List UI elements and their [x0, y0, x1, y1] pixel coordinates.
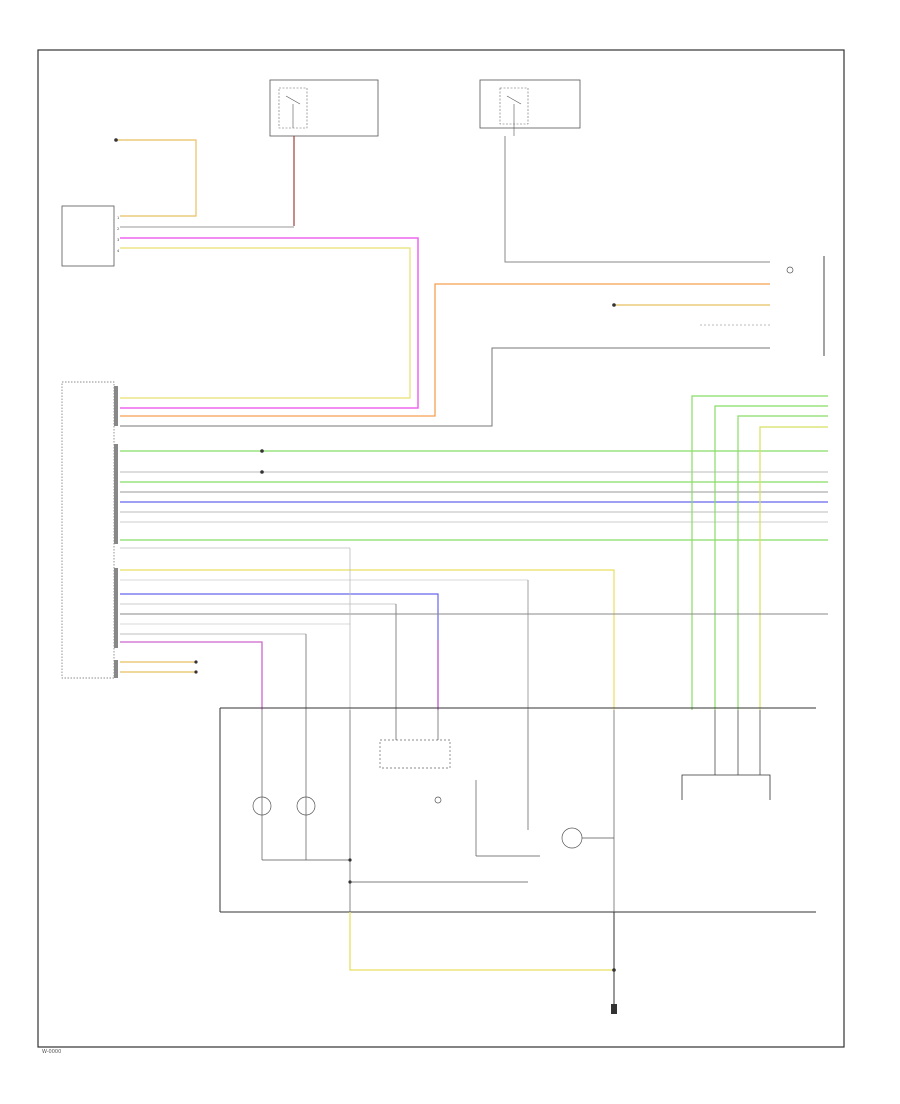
- instrument-cluster-module: [219, 707, 816, 913]
- svg-text:2: 2: [117, 227, 119, 231]
- main-module-outline: [61, 381, 115, 679]
- lower-vertical-wires: [120, 548, 828, 710]
- fuse-box-left: [269, 79, 379, 137]
- ground-symbol: [611, 1004, 617, 1014]
- svg-text:3: 3: [117, 238, 119, 242]
- wire-orange: [120, 283, 770, 417]
- wire-fuse-right-drop: [504, 136, 770, 263]
- wire-ground-bottom: [349, 912, 614, 971]
- wire-yellow-1: [120, 247, 411, 399]
- lamp-icon: [786, 266, 794, 274]
- diagram-code: W-0000: [42, 1049, 62, 1055]
- switch-module: [61, 205, 115, 267]
- wire-magenta-1: [120, 237, 419, 409]
- wire-ground-yellow: [116, 139, 197, 217]
- connector-a: [114, 386, 118, 426]
- wire-gray-return: [120, 347, 770, 427]
- connector-b: [114, 444, 118, 544]
- connector-d: [114, 660, 118, 678]
- bus-wires: [120, 449, 828, 549]
- svg-text:1: 1: [117, 216, 119, 220]
- diagram-border: [37, 49, 845, 1048]
- green-vertical-wires: [691, 395, 828, 775]
- side-module: [681, 774, 771, 800]
- svg-text:4: 4: [117, 249, 120, 253]
- fuse-box-right: [479, 79, 581, 136]
- connector-c: [114, 568, 118, 648]
